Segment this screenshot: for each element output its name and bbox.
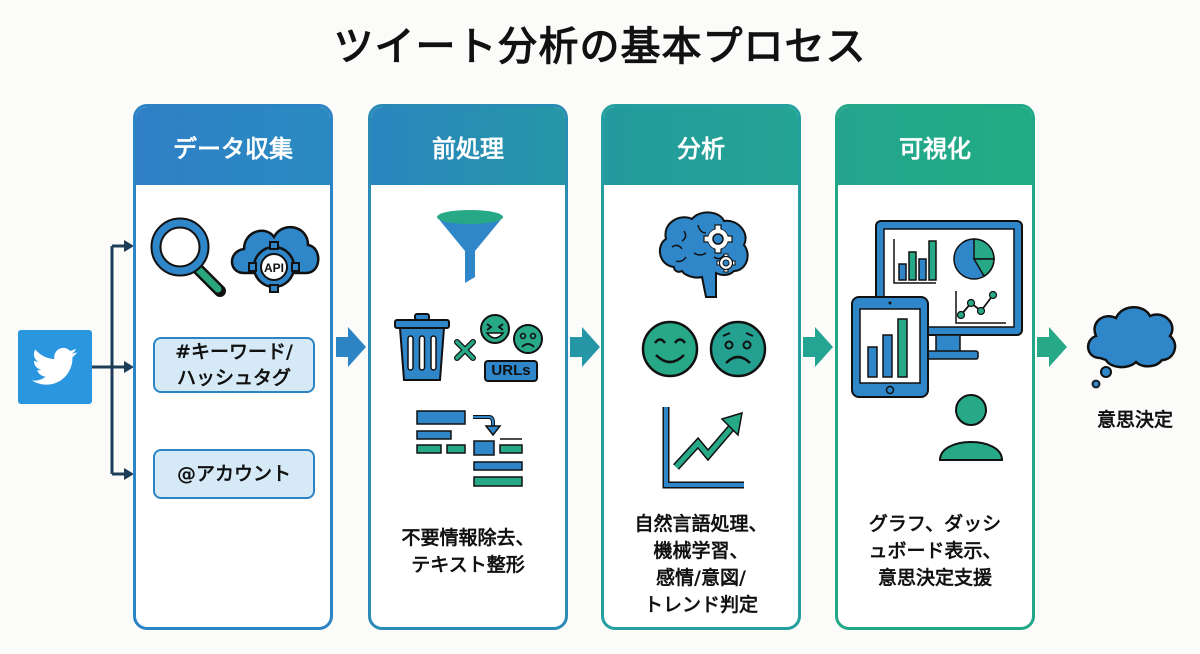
step-header: 分析 [604, 107, 798, 185]
trash-can-icon [394, 313, 450, 381]
flow-arrow [1037, 327, 1067, 367]
brain-gears-icon [658, 211, 749, 298]
outcome-label: 意思決定 [1096, 409, 1173, 431]
trend-chart-icon [662, 407, 744, 489]
pill-line: #キーワード/ [175, 341, 293, 363]
step-header: 前処理 [371, 107, 565, 185]
text-format-icon [416, 410, 523, 487]
magnifier-icon [150, 217, 226, 297]
step-description: 不要情報除去、 テキスト整形 [371, 525, 565, 579]
description-line: トレンド判定 [643, 594, 758, 616]
flow-arrow [803, 327, 833, 367]
tablet-chart-icon [851, 296, 929, 398]
cloud-api-icon: API [230, 225, 320, 293]
step-visualization: 可視化 グラフ、ダ [835, 104, 1035, 630]
step-analysis: 分析 [601, 104, 801, 630]
thought-cloud-icon [1087, 306, 1177, 389]
input-keyword-hashtag: #キーワード/ ハッシュタグ [153, 337, 315, 393]
description-line: 不要情報除去、 [401, 527, 535, 549]
arrow-head-top [124, 240, 134, 252]
description-line: グラフ、ダッシ [868, 513, 1002, 535]
urls-badge-text: URLs [491, 362, 531, 379]
description-line: 意思決定支援 [877, 567, 992, 589]
step-description: 自然言語処理、 機械学習、 感情/意図/ トレンド判定 [604, 511, 798, 619]
description-line: テキスト整形 [411, 554, 525, 576]
step-description: グラフ、ダッシ ュボード表示、 意思決定支援 [838, 511, 1032, 592]
remove-x-icon [454, 339, 476, 361]
urls-tag-icon: URLs [484, 360, 538, 382]
description-line: 機械学習、 [653, 540, 749, 562]
branch-connector [92, 240, 134, 480]
sad-face-icon [709, 320, 767, 378]
flow-arrow [570, 327, 600, 367]
twitter-source [18, 330, 92, 404]
description-line: 感情/意図/ [656, 567, 746, 589]
description-line: ュボード表示、 [868, 540, 1002, 562]
step-header: データ収集 [136, 107, 330, 185]
step-preprocessing: 前処理 URLs [368, 104, 568, 630]
emoji-icon [480, 314, 543, 354]
arrow-head-bottom [124, 468, 134, 480]
pill-line: ハッシュタグ [176, 367, 291, 389]
description-line: 自然言語処理、 [634, 513, 768, 535]
twitter-bird-icon [32, 347, 78, 385]
user-icon [938, 394, 1004, 461]
pill-line: @アカウント [176, 463, 291, 485]
step-data-collection: データ収集 API #キーワード/ ハッシュタグ @アカウント [133, 104, 333, 630]
step-header: 可視化 [838, 107, 1032, 185]
flow-arrow [336, 327, 366, 367]
page-title: ツイート分析の基本プロセス [333, 24, 867, 70]
funnel-icon [437, 210, 503, 283]
arrow-head-mid [124, 361, 134, 373]
api-badge-text: API [264, 261, 284, 275]
input-account: @アカウント [153, 449, 315, 499]
happy-face-icon [641, 320, 699, 378]
